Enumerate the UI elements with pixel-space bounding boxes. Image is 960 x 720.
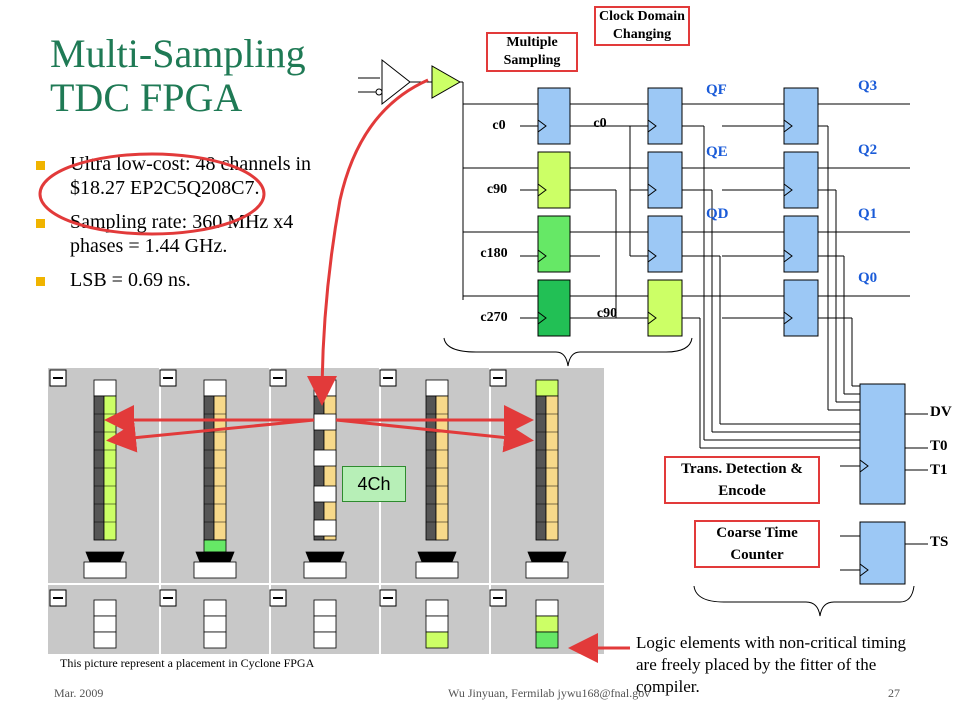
footer-page: 27 [888, 686, 900, 700]
bullet-square-icon [36, 277, 45, 286]
counter-block [859, 521, 906, 585]
title-line-1: Multi-Sampling [50, 31, 306, 76]
ff-c270 [537, 279, 571, 337]
red-arrows [104, 78, 630, 663]
output-t1: T1 [930, 462, 948, 478]
multiple-sampling-label: Multiple Sampling [486, 32, 578, 72]
highlight-ellipse [38, 152, 266, 236]
input-buffer [358, 58, 463, 106]
resync-flip-flops [783, 87, 820, 337]
clock-label-c270: c270 [472, 310, 516, 326]
encoder-block [859, 383, 906, 505]
sampling-flip-flops [520, 87, 616, 337]
q-label-qd: QD [706, 206, 729, 222]
q-label-qf: QF [706, 82, 727, 98]
output-ts: TS [930, 534, 949, 550]
clock-label-right-c0: c0 [593, 116, 607, 131]
bullet-item: Sampling rate: 360 MHz x4 phases = 1.44 … [36, 210, 336, 258]
footer-author: Wu Jinyuan, Fermilab jywu168@fnal.gov [448, 686, 651, 700]
brace-encoder [693, 585, 915, 617]
output-t0: T0 [930, 438, 948, 454]
q-label-q3: Q3 [858, 78, 878, 94]
bullet-text: Ultra low-cost: 48 channels in $18.27 EP… [70, 153, 312, 199]
output-dv: DV [930, 404, 952, 420]
bullet-text: LSB = 0.69 ns. [70, 269, 191, 291]
bullet-square-icon [36, 219, 45, 228]
clock-domain-label: Clock Domain Changing [594, 6, 690, 46]
slide-title: Multi-Sampling TDC FPGA [50, 32, 306, 120]
channels-label: 4Ch [342, 466, 406, 502]
placement-caption: This picture represent a placement in Cy… [60, 656, 315, 670]
q-label-q1: Q1 [858, 206, 878, 222]
clock-label-c180: c180 [472, 246, 516, 262]
q-label-q0: Q0 [858, 270, 878, 286]
fpga-placement [48, 368, 604, 654]
clock-label-right-c90: c90 [596, 306, 618, 321]
bullet-list: Ultra low-cost: 48 channels in $18.27 EP… [36, 152, 336, 302]
clock-label-c0: c0 [482, 118, 516, 134]
coarse-time-label: Coarse Time Counter [694, 520, 820, 568]
bullet-text: Sampling rate: 360 MHz x4 phases = 1.44 … [70, 211, 294, 257]
q-label-q2: Q2 [858, 142, 878, 158]
bullet-item: Ultra low-cost: 48 channels in $18.27 EP… [36, 152, 336, 200]
clock-domain-flip-flops [647, 87, 690, 337]
bullet-square-icon [36, 161, 45, 170]
footer-date: Mar. 2009 [54, 686, 104, 700]
ff-c180 [537, 215, 571, 273]
bullet-item: LSB = 0.69 ns. [36, 268, 336, 292]
brace-sampling [443, 337, 693, 367]
logic-note: Logic elements with non-critical timing … [636, 633, 907, 696]
ff-c90 [537, 151, 571, 209]
clock-label-c90: c90 [478, 182, 516, 198]
title-line-2: TDC FPGA [50, 75, 243, 120]
q-label-qe: QE [706, 144, 728, 160]
ff-c0 [537, 87, 571, 145]
trans-detection-label: Trans. Detection & Encode [664, 456, 820, 504]
